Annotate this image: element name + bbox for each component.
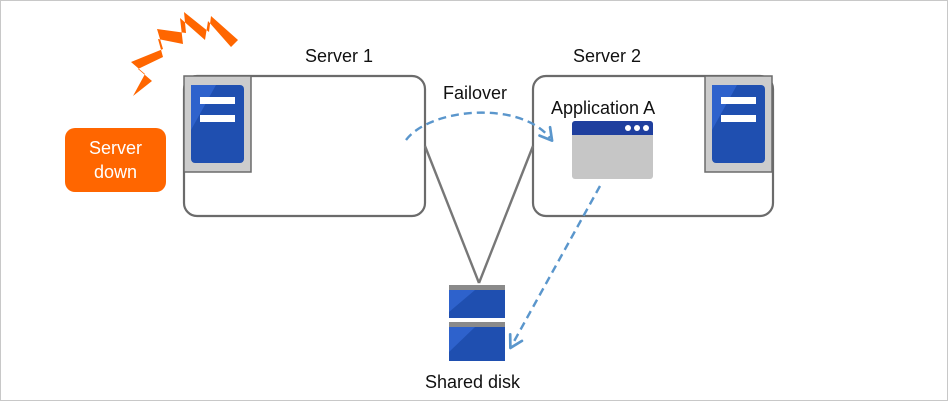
- application-window-icon: [572, 121, 653, 179]
- server-down-badge: Server down: [65, 128, 166, 192]
- server1-label: Server 1: [305, 46, 374, 66]
- lightning-bolt-icon: [131, 12, 238, 96]
- application-label: Application A: [551, 98, 656, 118]
- application-to-disk-arrow: [508, 185, 602, 350]
- shared-disk-icon: [449, 285, 505, 361]
- server-down-badge-bg: [65, 128, 166, 192]
- server2-label: Server 2: [573, 46, 642, 66]
- server-down-line2: down: [93, 162, 138, 182]
- server-down-line1: Server: [88, 138, 142, 158]
- server2-server-icon: [704, 75, 773, 173]
- failover-label: Failover: [443, 83, 508, 103]
- server1-server-icon: [183, 75, 252, 173]
- shared-disk-label: Shared disk: [425, 372, 521, 392]
- failover-arrow: [405, 111, 554, 142]
- server2-disk-link: [477, 145, 535, 284]
- server1-disk-link: [423, 145, 481, 284]
